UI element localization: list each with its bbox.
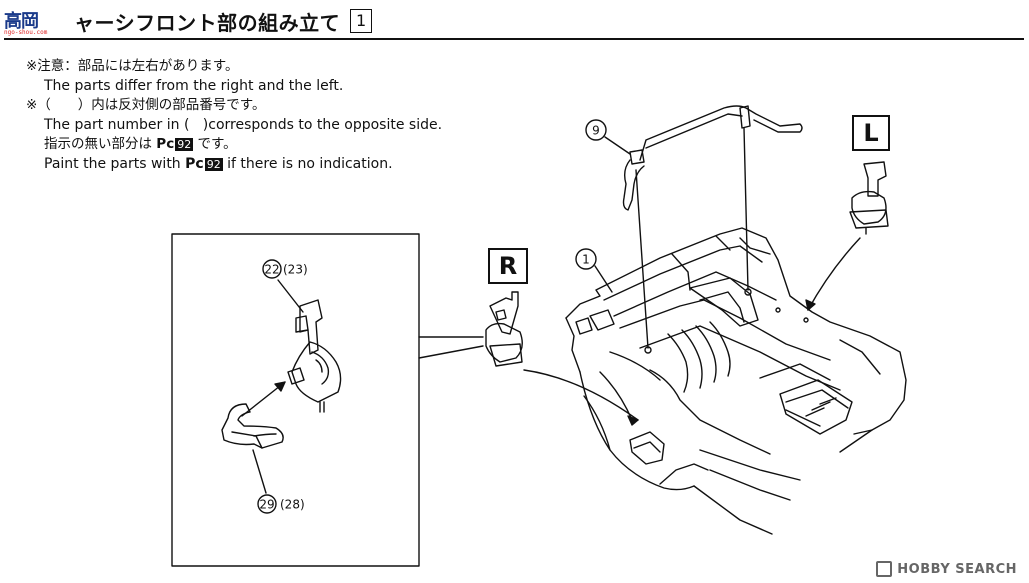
arrow-r-to-chassis (523, 369, 639, 421)
part-number-1: 1 (582, 253, 590, 267)
note-en-2b: )corresponds to the opposite side. (202, 116, 443, 133)
side-letter-r: R (498, 252, 518, 280)
leader-line-29 (252, 449, 267, 494)
detail-inset-box (171, 233, 420, 567)
lever-part-left (849, 161, 889, 235)
note-en-3a: Paint the parts with (44, 155, 181, 172)
side-label-right: R (488, 248, 528, 284)
part-number-23: (23) (283, 263, 308, 277)
part-label-9: 9 (585, 119, 607, 141)
part-label-1: 1 (575, 248, 597, 270)
arrow-r-head (627, 415, 639, 426)
title-bar: 高岡 ngo-shou.com ャーシフロント部の組み立て 1 (4, 6, 373, 36)
lever-part-right (485, 291, 523, 367)
notes-block: ※注意：部品には左右があります。 The parts differ from t… (26, 57, 442, 174)
guide-line-right (743, 127, 749, 291)
part-number-28: (28) (280, 498, 305, 512)
title-underline (4, 38, 1024, 40)
paint-code-number-en: 92 (204, 157, 223, 171)
arrow-l-head (805, 299, 816, 311)
part-number-22: 22 (264, 263, 279, 277)
side-letter-l: L (863, 119, 879, 147)
side-label-left: L (852, 115, 890, 151)
part-label-29: 29 (28) (257, 494, 305, 514)
note-en-1: The parts differ from the right and the … (44, 77, 344, 94)
leader-line-22 (277, 279, 304, 313)
watermark-text: HOBBY SEARCH (897, 561, 1017, 577)
note-en-2: The part number in ( )corresponds to the… (26, 116, 442, 136)
logo-subtext: ngo-shou.com (4, 29, 48, 36)
leader-line-1 (594, 265, 613, 293)
note-en-2a: The part number in ( (44, 116, 190, 133)
hobby-search-icon (876, 561, 893, 577)
arrow-l-to-chassis (807, 237, 861, 311)
note-jp-1: ※注意：部品には左右があります。 (26, 58, 239, 74)
page-title: ャーシフロント部の組み立て (74, 10, 341, 35)
note-jp-2: ※（ ）内は反対側の部品番号です。 (26, 97, 266, 113)
chassis-frame (565, 227, 907, 535)
part-number-9: 9 (592, 124, 600, 138)
part-number-29: 29 (259, 498, 274, 512)
note-jp-3a: 指示の無い部分は (44, 136, 152, 152)
logo-text: 高岡 (4, 11, 39, 32)
note-jp-3b: です。 (197, 136, 237, 152)
lever-part-detail (287, 299, 342, 413)
paint-code-label: Pc (156, 136, 175, 152)
stabilizer-bar (622, 105, 803, 211)
note-en-3b: if there is no indication. (227, 155, 393, 172)
site-logo: 高岡 ngo-shou.com (4, 7, 72, 36)
arrow-head (274, 381, 286, 392)
step-number: 1 (350, 9, 373, 33)
part-label-22: 22 (23) (262, 259, 308, 279)
paint-code-label-en: Pc (185, 155, 204, 172)
watermark: HOBBY SEARCH (876, 561, 1017, 577)
bracket-part-29 (221, 403, 284, 449)
leader-line-9 (604, 136, 631, 155)
paint-code-number: 92 (175, 138, 194, 151)
callout-line-bottom (418, 345, 484, 359)
